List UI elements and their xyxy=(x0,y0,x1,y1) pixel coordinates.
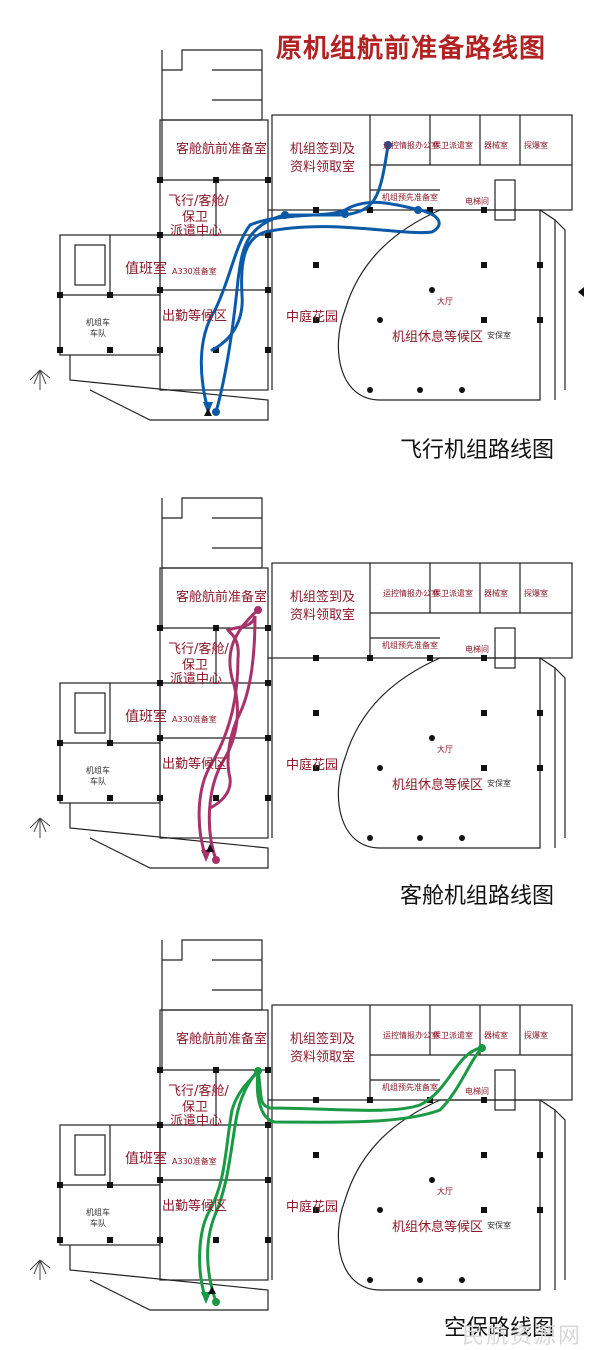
room-dispatch-line2: 保卫 xyxy=(182,210,209,225)
room-checkin-line1: 机组签到及 xyxy=(290,590,356,605)
panel-caption: 飞行机组路线图 xyxy=(399,438,554,463)
room-waiting: 出勤等候区 xyxy=(162,1199,228,1214)
room-elevator: 电梯间 xyxy=(465,197,489,206)
route-path xyxy=(197,608,260,862)
room-ops: 运控情报办公室 xyxy=(383,141,439,150)
room-crew-car-line2: 车队 xyxy=(90,1219,106,1228)
room-duty: 值班室 xyxy=(125,1151,167,1167)
room-ops: 运控情报办公室 xyxy=(383,589,439,598)
room-courtyard: 中庭花园 xyxy=(286,758,339,773)
room-weather: 探爆室 xyxy=(524,589,548,598)
floor-plan xyxy=(29,939,573,1311)
room-rest: 机组休息等候区 xyxy=(392,778,484,793)
room-small-duty: 安保室 xyxy=(487,779,511,788)
room-courtyard: 中庭花园 xyxy=(286,1200,339,1215)
room-elevator: 电梯间 xyxy=(465,645,489,654)
room-security: 保卫派遣室 xyxy=(433,589,473,598)
panel-caption: 客舱机组路线图 xyxy=(399,884,554,909)
room-waiting: 出勤等候区 xyxy=(162,757,228,772)
floor-plan xyxy=(29,49,584,421)
room-crew-prep: 机组预先准备室 xyxy=(382,641,438,650)
room-cabin-prep: 客舱航前准备室 xyxy=(176,1032,268,1047)
room-hall: 大厅 xyxy=(437,745,453,754)
room-dispatch-line3: 派遣中心 xyxy=(170,1114,223,1129)
room-checkin-line2: 资料领取室 xyxy=(290,608,356,623)
room-crew-car-line1: 机组车 xyxy=(86,1208,110,1217)
room-duty: 值班室 xyxy=(125,709,167,725)
room-crew-car-line2: 车队 xyxy=(90,777,106,786)
room-equipment: 器械室 xyxy=(484,141,508,150)
room-a330: A330准备室 xyxy=(172,1157,217,1166)
room-crew-prep: 机组预先准备室 xyxy=(382,193,438,202)
room-weather: 探爆室 xyxy=(524,1031,548,1040)
room-dispatch-line1: 飞行/客舱/ xyxy=(168,1084,229,1099)
room-weather: 探爆室 xyxy=(524,141,548,150)
room-ops: 运控情报办公室 xyxy=(383,1031,439,1040)
route-panel-flight: 客舱航前准备室 机组签到及 资料领取室 运控情报办公室 保卫派遣室 器械室 探爆… xyxy=(0,20,600,463)
room-rest: 机组休息等候区 xyxy=(392,1220,484,1235)
room-equipment: 器械室 xyxy=(484,1031,508,1040)
room-elevator: 电梯间 xyxy=(465,1087,489,1096)
room-dispatch-line3: 派遣中心 xyxy=(170,672,223,687)
panel-caption: 空保路线图 xyxy=(443,1316,554,1341)
room-duty: 值班室 xyxy=(125,261,167,277)
room-hall: 大厅 xyxy=(437,1187,453,1196)
room-rest: 机组休息等候区 xyxy=(392,330,484,345)
room-checkin-line1: 机组签到及 xyxy=(290,1032,356,1047)
room-security: 保卫派遣室 xyxy=(433,141,473,150)
room-small-duty: 安保室 xyxy=(487,331,511,340)
room-crew-car-line1: 机组车 xyxy=(86,766,110,775)
room-security: 保卫派遣室 xyxy=(433,1031,473,1040)
room-a330: A330准备室 xyxy=(172,267,217,276)
route-panel-security: 客舱航前准备室 机组签到及 资料领取室 运控情报办公室 保卫派遣室 器械室 探爆… xyxy=(0,910,600,1350)
room-dispatch-line1: 飞行/客舱/ xyxy=(168,642,229,657)
route-panel-cabin: 客舱航前准备室 机组签到及 资料领取室 运控情报办公室 保卫派遣室 器械室 探爆… xyxy=(0,468,600,909)
room-equipment: 器械室 xyxy=(484,589,508,598)
room-crew-car-line2: 车队 xyxy=(90,329,106,338)
room-waiting: 出勤等候区 xyxy=(162,309,228,324)
room-dispatch-line3: 派遣中心 xyxy=(170,224,223,239)
room-hall: 大厅 xyxy=(437,297,453,306)
room-dispatch-line1: 飞行/客舱/ xyxy=(168,194,229,209)
room-crew-car-line1: 机组车 xyxy=(86,318,110,327)
room-courtyard: 中庭花园 xyxy=(286,310,339,325)
floor-plan xyxy=(29,497,573,869)
route-path xyxy=(199,143,441,414)
room-checkin-line1: 机组签到及 xyxy=(290,142,356,157)
room-cabin-prep: 客舱航前准备室 xyxy=(176,590,268,605)
room-crew-prep: 机组预先准备室 xyxy=(382,1083,438,1092)
tree-icon xyxy=(29,817,51,838)
route-path xyxy=(198,1046,484,1304)
tree-icon xyxy=(29,369,51,390)
room-dispatch-line2: 保卫 xyxy=(182,658,209,673)
room-cabin-prep: 客舱航前准备室 xyxy=(176,142,268,157)
room-checkin-line2: 资料领取室 xyxy=(290,1050,356,1065)
room-checkin-line2: 资料领取室 xyxy=(290,160,356,175)
watermark: 民航资源网 xyxy=(462,1324,583,1349)
room-small-duty: 安保室 xyxy=(487,1221,511,1230)
page-title: 原机组航前准备路线图 xyxy=(276,34,547,64)
tree-icon xyxy=(29,1259,51,1280)
room-dispatch-line2: 保卫 xyxy=(182,1100,209,1115)
room-a330: A330准备室 xyxy=(172,715,217,724)
